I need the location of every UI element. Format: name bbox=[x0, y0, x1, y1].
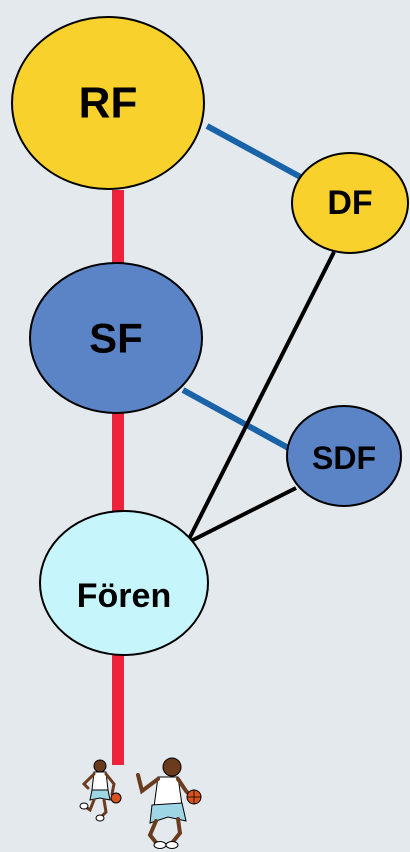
node-df: DF bbox=[291, 152, 409, 254]
node-sdf: SDF bbox=[286, 405, 402, 507]
node-foren-shape bbox=[39, 510, 209, 656]
blue-line-sf-sdf bbox=[181, 387, 294, 453]
black-line-df-foren bbox=[185, 251, 336, 544]
black-line-sdf-foren bbox=[186, 486, 297, 545]
node-sf-shape bbox=[29, 262, 203, 414]
node-sf-label: SF bbox=[89, 315, 143, 362]
node-foren-label: Fören bbox=[77, 577, 171, 615]
node-foren: Fören bbox=[39, 510, 209, 656]
connector-lines bbox=[112, 123, 336, 765]
node-rf: RF bbox=[11, 16, 205, 190]
basketball-player-large-icon bbox=[136, 757, 202, 849]
node-rf-label: RF bbox=[79, 79, 138, 128]
node-df-label: DF bbox=[327, 184, 372, 222]
node-rf-shape bbox=[11, 16, 205, 190]
node-sdf-shape bbox=[286, 405, 402, 507]
node-sf: SF bbox=[29, 262, 203, 414]
basketball-player-small-icon bbox=[79, 759, 122, 822]
node-df-shape bbox=[291, 152, 409, 254]
blue-line-rf-df bbox=[205, 123, 308, 183]
node-sdf-label: SDF bbox=[312, 440, 376, 476]
